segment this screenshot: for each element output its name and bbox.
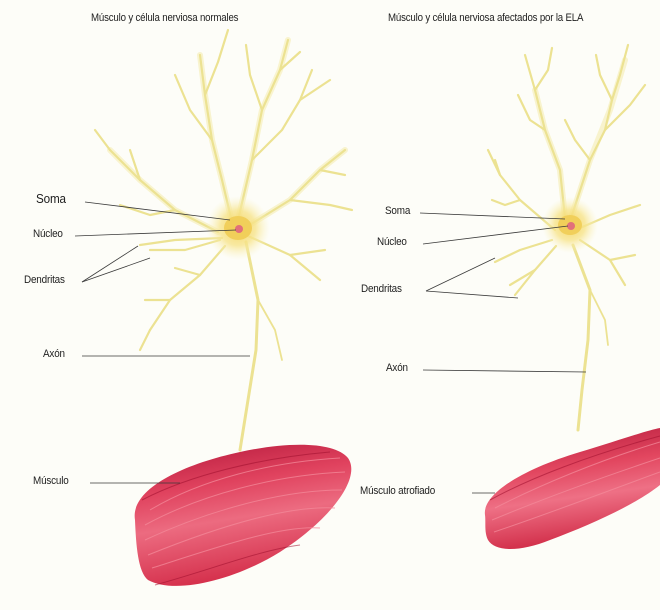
- right-dendrites-leader-2: [426, 291, 518, 298]
- right-axon-label: Axón: [386, 362, 408, 374]
- left-muscle-label: Músculo: [33, 475, 69, 487]
- left-neuron: [95, 30, 352, 450]
- left-panel-title: Músculo y célula nerviosa normales: [91, 12, 238, 24]
- right-soma-leader: [420, 213, 565, 219]
- right-dendrites-label: Dendritas: [361, 283, 402, 295]
- right-nucleus-dot: [567, 222, 575, 230]
- left-dendrites-leader-1: [82, 246, 138, 282]
- right-nucleus-label: Núcleo: [377, 236, 407, 248]
- left-nucleus-label: Núcleo: [33, 228, 63, 240]
- right-dendrites-leader-1: [426, 258, 495, 291]
- right-axon-leader: [423, 370, 586, 372]
- left-axon-label: Axón: [43, 348, 65, 360]
- right-neuron: [488, 45, 645, 430]
- right-panel-title: Músculo y célula nerviosa afectados por …: [388, 12, 583, 24]
- left-nucleus-dot: [235, 225, 243, 233]
- right-muscle: [485, 428, 660, 549]
- right-muscle-label: Músculo atrofiado: [360, 485, 435, 497]
- left-soma-leader: [85, 202, 230, 220]
- left-dendrites-label: Dendritas: [24, 274, 65, 286]
- right-soma-label: Soma: [385, 205, 410, 217]
- left-muscle: [135, 445, 352, 586]
- left-soma-label: Soma: [36, 191, 66, 206]
- left-dendrites-leader-2: [82, 258, 150, 282]
